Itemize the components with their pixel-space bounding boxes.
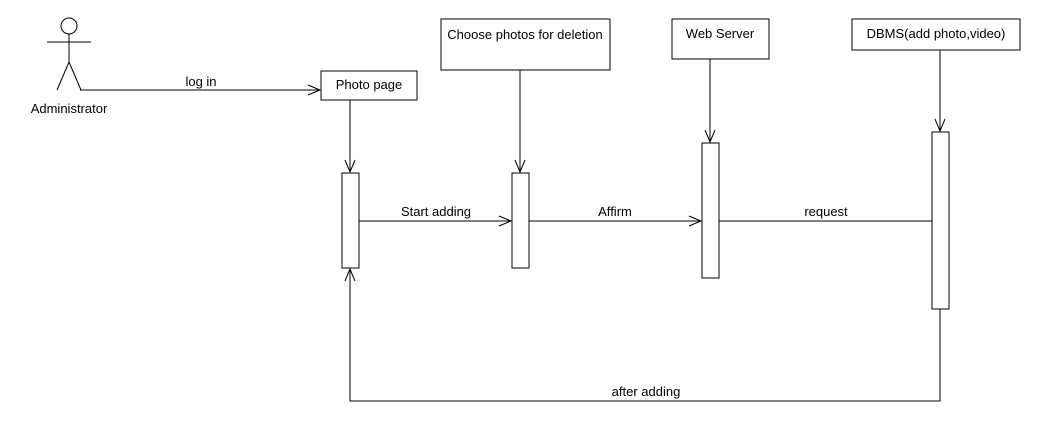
log-in-label: log in [185,74,216,89]
start-adding-label: Start adding [401,204,471,219]
message-request: request [719,204,932,222]
web-server-activation [701,142,720,279]
actor-left-leg [56,61,70,91]
participant-dbms: DBMS(add photo,video) [851,18,1021,51]
message-log-in: log in [80,74,320,90]
dbms-activation [931,131,950,310]
actor-head [60,17,78,35]
participant-photo-page: Photo page [320,70,418,101]
request-label: request [804,204,848,219]
message-after-adding: after adding [350,269,941,402]
message-affirm: Affirm [529,204,701,221]
photo-page-label: Photo page [336,77,403,92]
actor-right-leg [68,61,82,91]
administrator-actor: Administrator [31,17,108,116]
message-start-adding: Start adding [359,204,511,221]
choose-photos-activation [511,172,530,269]
dbms-box [851,18,1021,51]
web-server-label: Web Server [686,26,755,41]
choose-photos-label: Choose photos for deletion [447,27,602,42]
after-adding-label: after adding [612,384,681,399]
participant-web-server: Web Server [671,18,770,60]
participant-choose-photos: Choose photos for deletion [440,18,611,71]
photo-page-activation [341,172,360,269]
actor-label: Administrator [31,101,108,116]
after-adding-arrow [350,269,941,402]
choose-photos-box [440,18,611,71]
affirm-label: Affirm [598,204,632,219]
dbms-label: DBMS(add photo,video) [867,26,1006,41]
photo-page-box [320,70,418,101]
web-server-box [671,18,770,60]
